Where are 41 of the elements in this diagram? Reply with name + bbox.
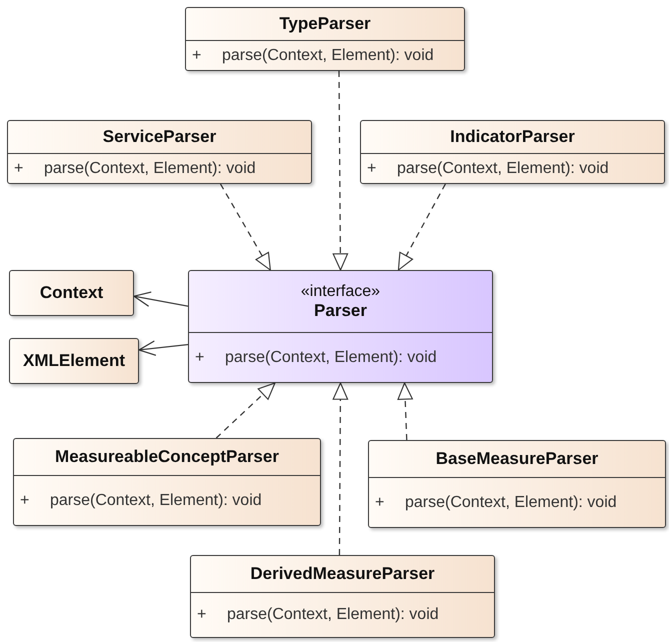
method-signature: parse(Context, Element): void: [50, 492, 262, 510]
class-box: [188, 270, 493, 383]
class-name: MeasureableConceptParser: [55, 447, 279, 467]
method-signature: parse(Context, Element): void: [222, 47, 434, 65]
visibility-marker: +: [195, 348, 206, 366]
visibility-marker: +: [192, 47, 202, 65]
association-arrow: [133, 291, 188, 307]
class-name: TypeParser: [279, 14, 371, 34]
class-box: [9, 338, 139, 384]
method-signature: parse(Context, Element): void: [397, 160, 609, 178]
class-box: [9, 270, 134, 316]
class-name: IndicatorParser: [450, 127, 575, 147]
visibility-marker: +: [14, 160, 24, 178]
class-name: DerivedMeasureParser: [250, 564, 435, 584]
class-name: XMLElement: [22, 351, 126, 371]
realization-arrow: [220, 184, 271, 271]
visibility-marker: +: [197, 606, 208, 624]
visibility-marker: +: [20, 492, 30, 510]
method-signature: parse(Context, Element): void: [44, 160, 256, 178]
class-box: [7, 120, 312, 184]
method-signature: parse(Context, Element): void: [227, 606, 439, 624]
class-name: Context: [40, 283, 104, 303]
method-signature: parse(Context, Element): void: [225, 348, 437, 366]
visibility-marker: +: [375, 494, 386, 512]
class-box: [190, 555, 495, 638]
realization-arrow: [397, 382, 413, 440]
class-name: Parser: [314, 300, 367, 320]
class-box: [360, 120, 665, 184]
method-signature: parse(Context, Element): void: [405, 494, 617, 512]
realization-arrow: [216, 382, 276, 438]
realization-arrow: [332, 71, 348, 271]
class-name: ServiceParser: [102, 127, 216, 147]
class-box: [185, 7, 465, 71]
stereotype-label: «interface»: [300, 282, 380, 300]
association-arrow: [138, 340, 188, 356]
visibility-marker: +: [367, 160, 378, 178]
class-name: BaseMeasureParser: [436, 449, 598, 469]
class-box: [368, 440, 666, 528]
realization-arrow: [332, 382, 348, 555]
class-box: [13, 438, 321, 526]
realization-arrow: [398, 184, 446, 271]
